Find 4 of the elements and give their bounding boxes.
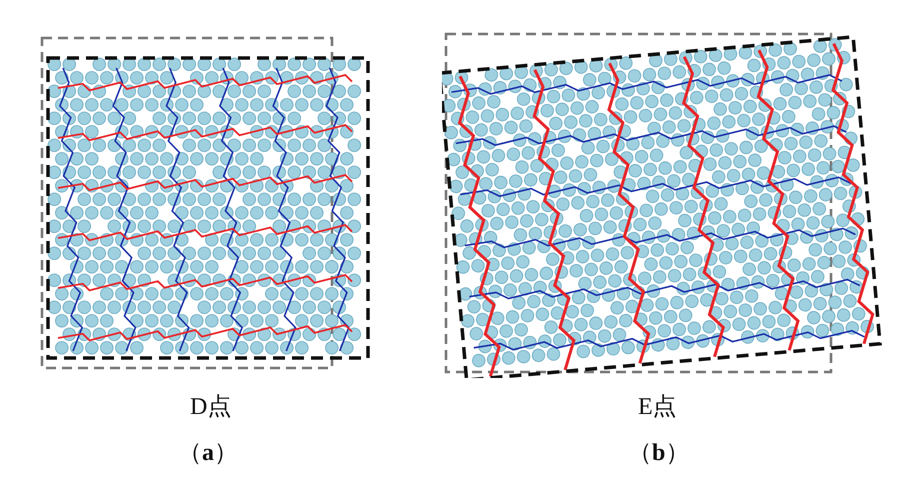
panel-label: （b）	[628, 439, 690, 468]
panel-label: （a）	[178, 439, 238, 468]
point-label: D点	[190, 393, 232, 422]
point-label: E点	[638, 393, 677, 422]
